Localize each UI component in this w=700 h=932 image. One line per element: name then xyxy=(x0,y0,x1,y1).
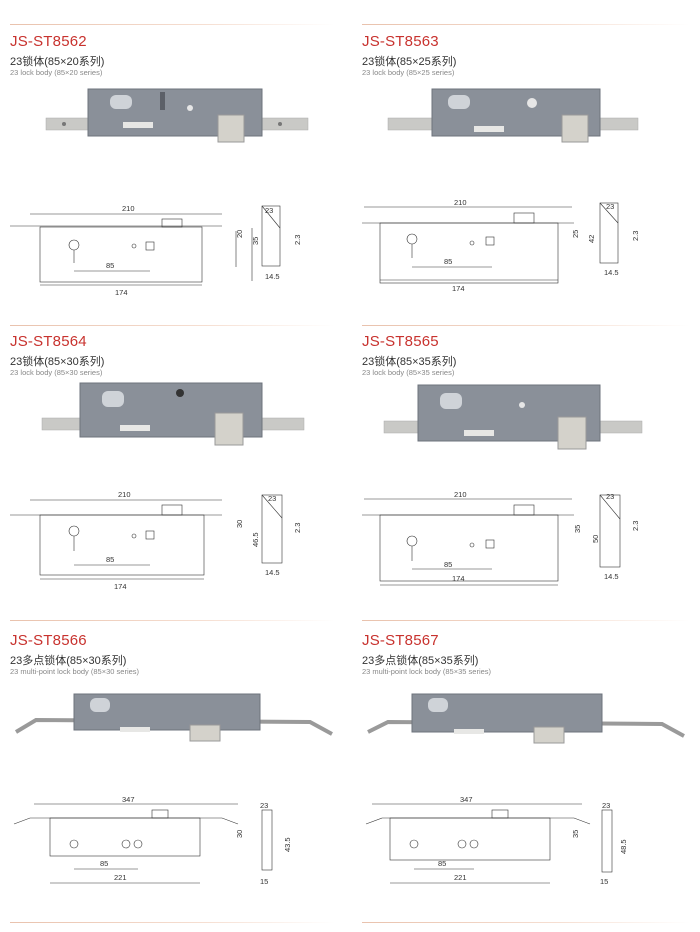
product-photo-and-drawing: 210 85 174 35 50 23 2.3 14.5 xyxy=(362,384,643,586)
product-title-cn: 23锁体(85×25系列) xyxy=(362,56,457,68)
dim-plate-width: 48.5 xyxy=(619,839,628,854)
product-photo-and-drawing: 210 85 174 25 42 23 2.3 14.5 xyxy=(362,88,640,293)
dim-depth: 30 xyxy=(235,830,244,838)
technical-drawing xyxy=(362,202,619,284)
divider xyxy=(362,922,690,923)
dim-face: 23 xyxy=(606,202,614,211)
dim-backset: 85 xyxy=(106,261,114,270)
dim-bolt: 15 xyxy=(260,877,268,886)
product-code: JS-ST8562 xyxy=(10,33,87,50)
dim-plate: 174 xyxy=(115,288,128,297)
product-code: JS-ST8564 xyxy=(10,333,87,350)
dim-thickness: 2.3 xyxy=(293,235,302,245)
lock-body-photo xyxy=(14,693,333,742)
product-title-en: 23 lock body (85×30 series) xyxy=(10,368,103,377)
divider xyxy=(362,24,690,25)
technical-drawing xyxy=(365,803,613,884)
dim-depth: 20 xyxy=(235,230,244,238)
product-title-en: 23 lock body (85×25 series) xyxy=(362,68,455,77)
divider xyxy=(10,325,335,326)
dim-bolt: 14.5 xyxy=(265,568,280,577)
dim-thickness: 2.3 xyxy=(293,523,302,533)
dim-face: 23 xyxy=(260,801,268,810)
product-photo-and-drawing: 347 85 221 35 48.5 23 15 xyxy=(365,693,685,886)
lock-body-photo xyxy=(383,384,643,450)
dim-depth: 35 xyxy=(573,525,582,533)
product-code: JS-ST8563 xyxy=(362,33,439,50)
dim-backset: 85 xyxy=(444,257,452,266)
dim-thickness: 2.3 xyxy=(631,521,640,531)
dim-plate: 174 xyxy=(452,284,465,293)
product-code: JS-ST8567 xyxy=(362,632,439,649)
dim-bolt: 14.5 xyxy=(265,272,280,281)
product-title-cn: 23锁体(85×30系列) xyxy=(10,356,105,368)
product-card-js-st8564: JS-ST8564 23锁体(85×30系列) 23 lock body (85… xyxy=(10,333,350,633)
dim-face: 23 xyxy=(602,801,610,810)
dim-plate: 221 xyxy=(454,873,467,882)
dim-depth: 25 xyxy=(571,230,580,238)
product-title-cn: 23多点锁体(85×35系列) xyxy=(362,655,479,667)
dim-overall: 347 xyxy=(460,795,473,804)
product-title-cn: 23锁体(85×35系列) xyxy=(362,356,457,368)
product-photo-and-drawing: 210 85 174 30 46.5 23 2.3 14.5 xyxy=(10,382,305,591)
dim-face: 23 xyxy=(606,492,614,501)
dim-thickness: 2.3 xyxy=(631,231,640,241)
technical-drawing xyxy=(10,205,281,286)
product-title-cn: 23锁体(85×20系列) xyxy=(10,56,105,68)
dim-plate: 174 xyxy=(114,582,127,591)
dim-plate: 221 xyxy=(114,873,127,882)
dim-plate: 174 xyxy=(452,574,465,583)
product-photo-and-drawing: 210 85 174 20 35 23 2.3 14.5 xyxy=(10,88,309,297)
lock-body-photo xyxy=(387,88,639,143)
dim-plate-width: 42 xyxy=(587,235,596,243)
dim-overall: 210 xyxy=(118,490,131,499)
lock-body-photo xyxy=(45,88,309,143)
dim-plate-width: 46.5 xyxy=(251,532,260,547)
divider xyxy=(362,620,690,621)
technical-drawing xyxy=(362,494,621,586)
product-code: JS-ST8566 xyxy=(10,632,87,649)
dim-backset: 85 xyxy=(100,859,108,868)
divider xyxy=(10,922,335,923)
divider xyxy=(10,620,335,621)
product-title-en: 23 multi-point lock body (85×35 series) xyxy=(362,667,492,676)
product-card-js-st8567: JS-ST8567 23多点锁体(85×35系列) 23 multi-point… xyxy=(362,632,700,932)
product-card-js-st8565: JS-ST8565 23锁体(85×35系列) 23 lock body (85… xyxy=(362,333,700,633)
dim-overall: 210 xyxy=(122,204,135,213)
product-code: JS-ST8565 xyxy=(362,333,439,350)
dim-bolt: 15 xyxy=(600,877,608,886)
dim-overall: 347 xyxy=(122,795,135,804)
divider xyxy=(10,24,335,25)
product-card-js-st8566: JS-ST8566 23多点锁体(85×30系列) 23 multi-point… xyxy=(10,632,350,932)
dim-overall: 210 xyxy=(454,490,467,499)
product-title-en: 23 multi-point lock body (85×30 series) xyxy=(10,667,140,676)
product-photo-and-drawing: 347 85 221 30 43.5 23 15 xyxy=(13,693,333,886)
product-title-en: 23 lock body (85×35 series) xyxy=(362,368,455,377)
technical-drawing xyxy=(10,494,283,580)
product-card-js-st8563: JS-ST8563 23锁体(85×25系列) 23 lock body (85… xyxy=(362,33,700,333)
lock-body-photo xyxy=(367,693,685,744)
dim-overall: 210 xyxy=(454,198,467,207)
dim-face: 23 xyxy=(268,494,276,503)
dim-backset: 85 xyxy=(438,859,446,868)
dim-backset: 85 xyxy=(444,560,452,569)
dim-bolt: 14.5 xyxy=(604,572,619,581)
dim-depth: 30 xyxy=(235,520,244,528)
dim-plate-width: 43.5 xyxy=(283,837,292,852)
product-card-js-st8562: JS-ST8562 23锁体(85×20系列) 23 lock body (85… xyxy=(10,33,350,333)
dim-plate-width: 35 xyxy=(251,237,260,245)
product-title-cn: 23多点锁体(85×30系列) xyxy=(10,655,127,667)
dim-bolt: 14.5 xyxy=(604,268,619,277)
divider xyxy=(362,325,690,326)
dim-backset: 85 xyxy=(106,555,114,564)
dim-depth: 35 xyxy=(571,830,580,838)
dim-plate-width: 50 xyxy=(591,535,600,543)
dim-face: 23 xyxy=(265,206,273,215)
technical-drawing xyxy=(13,803,273,884)
lock-body-photo xyxy=(41,382,305,446)
product-title-en: 23 lock body (85×20 series) xyxy=(10,68,103,77)
